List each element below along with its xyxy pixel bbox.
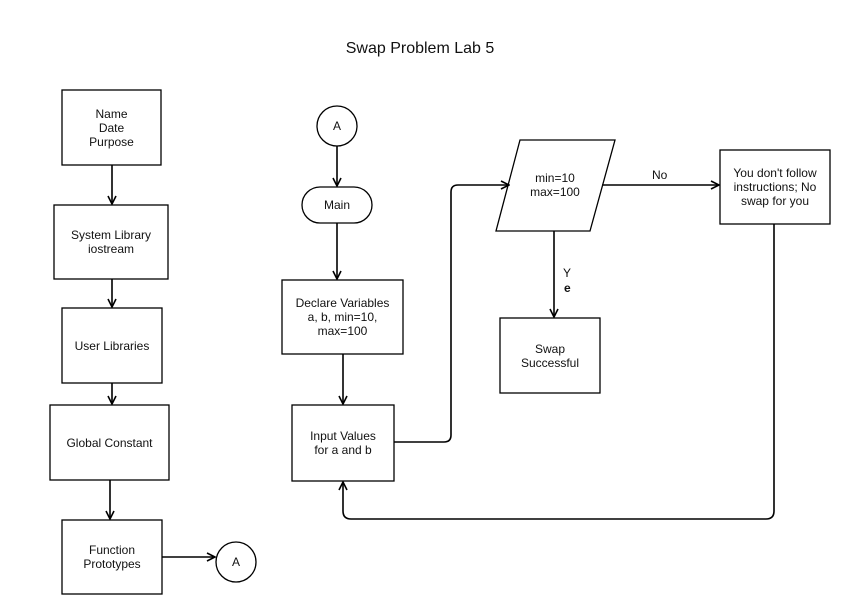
arrow-failure-loop-back [343,224,775,520]
header-node: Name Date Purpose [62,90,161,165]
edge-label-no: No [652,168,668,182]
failure-line-1: You don't follow [733,166,817,180]
function-prototypes-node: Function Prototypes [62,520,162,594]
user-libraries-box-shape [61,307,163,384]
connector-in-label: A [332,119,341,133]
failure-node: You don't follow instructions; No swap f… [720,150,830,224]
decision-line-2: max=100 [530,185,580,199]
function-prototypes-box-shape [61,519,163,595]
header-name-text: Name [95,106,128,121]
arrow-input-to-decision [394,185,509,443]
decision-parallelogram-shape [495,139,616,232]
header-purpose-text: Purpose [89,134,134,149]
system-library-box-shape [53,204,169,280]
success-line-2: Successful [520,355,580,370]
global-constant-node: Global Constant [50,405,169,480]
declare-line-1: Declare Variables [295,296,390,310]
header-box-shape [61,89,162,166]
success-node: Swap Successful [500,318,600,393]
user-libraries-node: User Libraries [62,308,162,383]
input-line-2: for a and b [314,443,372,457]
user-libraries-text: User Libraries [74,338,150,353]
system-library-line-2: iostream [87,242,134,256]
failure-line-3: swap for you [740,194,810,208]
edge-label-yes-2: e [564,281,571,295]
declare-line-2: a, b, min=10, [307,310,378,324]
main-label: Main [323,198,350,212]
global-constant-box-shape [49,404,170,481]
system-library-line-1: System Library [70,228,152,242]
connector-out-label: A [231,555,240,569]
function-prototypes-line-1: Function [88,543,136,557]
edge-label-yes-1: Y [563,266,572,280]
connector-out-shape [215,541,257,583]
connector-out-node: A [216,542,256,582]
system-library-node: System Library iostream [54,205,168,279]
decision-line-1: min=10 [535,171,575,185]
main-node: Main [302,187,372,223]
diagram-title: Swap Problem Lab 5 [345,40,495,57]
declare-node: Declare Variables a, b, min=10, max=100 [282,280,403,354]
success-box-shape [499,317,601,394]
failure-box-shape [719,149,831,225]
failure-line-2: instructions; No [733,180,817,194]
function-prototypes-line-2: Prototypes [83,557,141,571]
success-line-1: Swap [534,341,566,356]
header-date-text: Date [98,120,125,135]
global-constant-text: Global Constant [66,435,153,450]
declare-line-3: max=100 [317,324,368,338]
connector-in-node: A [317,106,357,146]
input-line-1: Input Values [310,429,376,443]
input-node: Input Values for a and b [292,405,394,481]
decision-node: min=10 max=100 [505,160,605,210]
